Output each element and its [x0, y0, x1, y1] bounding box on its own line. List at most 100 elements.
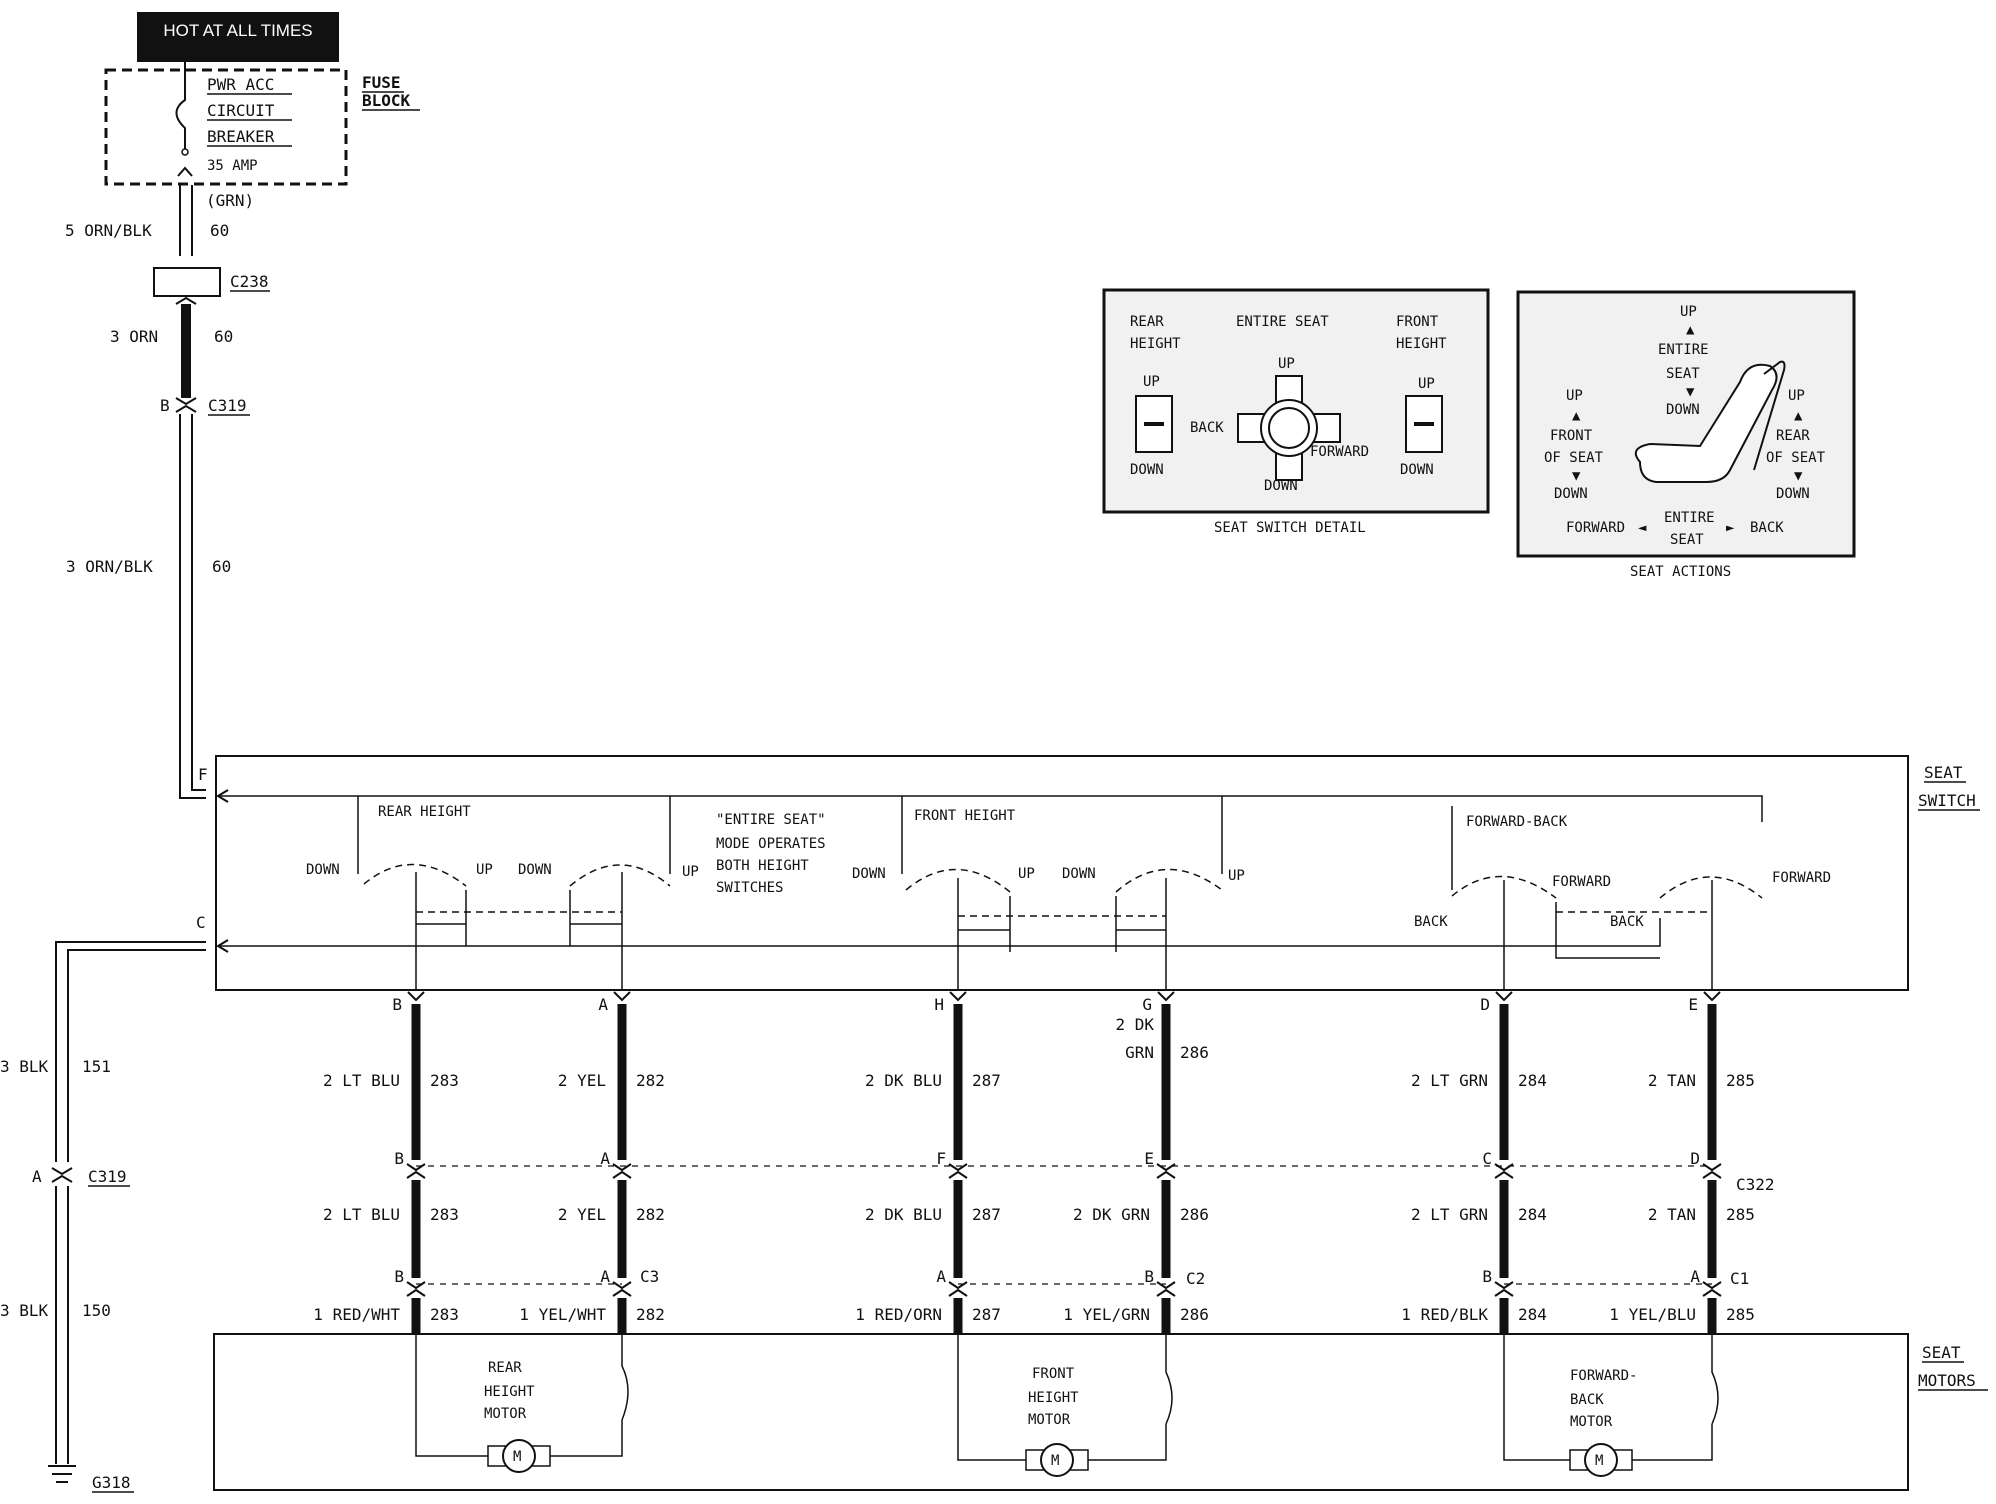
wire-mid-color: 2 LT GRN: [1411, 1205, 1488, 1224]
joystick-icon: [1237, 375, 1341, 481]
wire-bot-color: 1 YEL/WHT: [519, 1305, 606, 1324]
detail-entire-up: UP: [1278, 356, 1295, 372]
forward-back-back-2: BACK: [1610, 914, 1644, 930]
connector-chevron-low: [1156, 1281, 1176, 1297]
connector-chevron-low: [406, 1281, 426, 1297]
front-height-motor: M FRONT HEIGHT MOTOR: [957, 1334, 1173, 1477]
switch-terminal-arrow-icon: [1495, 991, 1513, 1002]
fuse-line-2: CIRCUIT: [207, 101, 275, 120]
wire-bot-circuit: 282: [636, 1305, 665, 1324]
circuit-286: [1157, 991, 1175, 1334]
wire-top-color: 2 LT GRN: [1411, 1071, 1488, 1090]
actions-rear-down-arrow-icon: ▼: [1794, 468, 1803, 484]
rear-height-note-2: MODE OPERATES: [716, 836, 826, 852]
wire-top-circuit: 282: [636, 1071, 665, 1090]
ground-circuit: 3 BLK 151 A C319 3 BLK 150 G318: [0, 941, 206, 1493]
circuit-285: [1703, 991, 1721, 1334]
front-motor-2: HEIGHT: [1028, 1390, 1079, 1406]
forward-back-label: FORWARD-BACK: [1466, 814, 1568, 830]
ground-symbol-icon: [48, 1465, 76, 1483]
feed-wire-3-color: 3 ORN/BLK: [66, 557, 153, 576]
connector-chevron-low: [948, 1281, 968, 1297]
forward-back-back-1: BACK: [1414, 914, 1448, 930]
actions-rear-1: REAR: [1776, 428, 1810, 444]
connector-chevron-low: [612, 1281, 632, 1297]
actions-entire-up-arrow-icon: ▲: [1686, 322, 1695, 338]
rear-height-note-3: BOTH HEIGHT: [716, 858, 809, 874]
pin-bot: A: [936, 1267, 946, 1286]
actions-back-arrow-icon: ►: [1726, 520, 1735, 536]
connector-chevron-mid: [1494, 1163, 1514, 1179]
rear-motor-3: MOTOR: [484, 1406, 527, 1422]
ground-wire-2-color: 3 BLK: [0, 1301, 49, 1320]
rear-motor-m: M: [513, 1449, 521, 1465]
pin-top: G: [1142, 995, 1152, 1014]
actions-entire-down-arrow-icon: ▼: [1686, 384, 1695, 400]
rear-height-up-2: UP: [682, 864, 699, 880]
seat-motors-label-2: MOTORS: [1918, 1371, 1976, 1390]
detail-front-2: HEIGHT: [1396, 336, 1447, 352]
wire-bot-circuit: 287: [972, 1305, 1001, 1324]
actions-fb-entire-2: SEAT: [1670, 532, 1704, 548]
wire-mid-color: 2 DK BLU: [865, 1205, 942, 1224]
seat-switch-detail: REAR HEIGHT UP DOWN ENTIRE SEAT UP BACK …: [1102, 288, 1490, 536]
seat-switch: SEAT SWITCH F C REAR HEIGHT DOWN UP DOWN…: [196, 755, 1980, 991]
connector-chevron-mid: [948, 1163, 968, 1179]
wire-bot-color: 1 RED/WHT: [313, 1305, 400, 1324]
connector-c2: C2: [1186, 1269, 1205, 1288]
circuit-287: [949, 991, 967, 1334]
pin-top: E: [1688, 995, 1698, 1014]
wire-top-color: 2 TAN: [1648, 1071, 1696, 1090]
front-motor-3: MOTOR: [1028, 1412, 1071, 1428]
switch-terminal-arrow-icon: [407, 991, 425, 1002]
ground-connector-pin: A: [32, 1167, 42, 1186]
connector-c1: C1: [1730, 1269, 1749, 1288]
wire-mid-circuit: 285: [1726, 1205, 1755, 1224]
ground-wire-1-circuit: 151: [82, 1057, 111, 1076]
connector-chevron-low: [1494, 1281, 1514, 1297]
front-height-switch: FRONT HEIGHT DOWN UP DOWN UP: [852, 796, 1245, 990]
wire-top-circuit: 287: [972, 1071, 1001, 1090]
wire-bot-color: 1 YEL/GRN: [1063, 1305, 1150, 1324]
seat-icon: [1634, 360, 1786, 483]
wire-bot-color: 1 RED/ORN: [855, 1305, 942, 1324]
connector-chevron-mid: [406, 1163, 426, 1179]
wire-top-color: 2 LT BLU: [323, 1071, 400, 1090]
rear-height-down-1: DOWN: [306, 862, 340, 878]
seat-switch-label-2: SWITCH: [1918, 791, 1976, 810]
pin-top: A: [598, 995, 608, 1014]
actions-front-up: UP: [1566, 388, 1583, 404]
pin-mid: D: [1690, 1149, 1700, 1168]
feed-wire-1-circuit: 60: [210, 221, 229, 240]
pin-mid: C: [1482, 1149, 1492, 1168]
hot-label: HOT AT ALL TIMES: [163, 21, 312, 40]
fuse-rating: 35 AMP: [207, 158, 258, 174]
switch-pin-c: C: [196, 913, 206, 932]
ground-wire-2-circuit: 150: [82, 1301, 111, 1320]
wire-top-circuit: 283: [430, 1071, 459, 1090]
seat-motors-label-1: SEAT: [1922, 1343, 1961, 1362]
fuse-line-1: PWR ACC: [207, 75, 274, 94]
detail-title: SEAT SWITCH DETAIL: [1214, 520, 1366, 536]
wire-bot-circuit: 283: [430, 1305, 459, 1324]
front-height-up-2: UP: [1228, 868, 1245, 884]
connector-c319-top: C319: [208, 396, 247, 415]
actions-entire-down: DOWN: [1666, 402, 1700, 418]
detail-back: BACK: [1190, 420, 1224, 436]
switch-pin-f: F: [198, 765, 208, 784]
seat-actions: UP ▲ ENTIRE SEAT ▼ DOWN UP ▲ FRONT OF SE…: [1516, 290, 1856, 580]
wire-top-color: 2 DK BLU: [865, 1071, 942, 1090]
rear-height-down-2: DOWN: [518, 862, 552, 878]
wire-mid-circuit: 286: [1180, 1205, 1209, 1224]
fuse-line-3: BREAKER: [207, 127, 275, 146]
fb-motor-1: FORWARD-: [1570, 1368, 1637, 1384]
actions-front-1: FRONT: [1550, 428, 1593, 444]
pin-top: H: [934, 995, 944, 1014]
wire-top-circuit: 285: [1726, 1071, 1755, 1090]
switch-terminal-arrow-icon: [1157, 991, 1175, 1002]
detail-front-1: FRONT: [1396, 314, 1439, 330]
feed-wire-2-color: 3 ORN: [110, 327, 158, 346]
fb-motor-2: BACK: [1570, 1392, 1604, 1408]
